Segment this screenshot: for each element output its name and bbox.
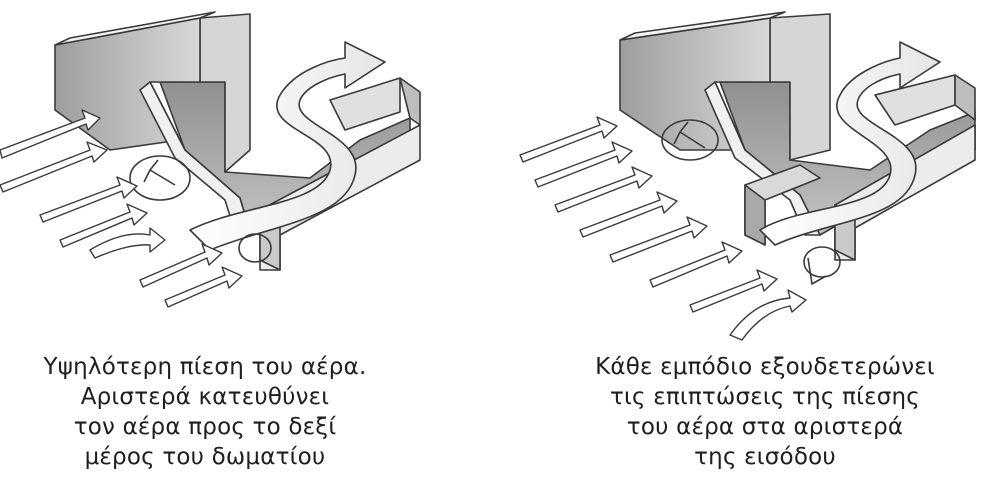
right-upper-vortex — [661, 119, 719, 161]
left-caption-line-1: Υψηλότερη πίεση του αέρα. — [43, 354, 367, 380]
right-air-arrow-6 — [649, 241, 743, 288]
left-room-right-wall — [329, 77, 401, 131]
left-incoming-air-arrows — [0, 109, 243, 308]
right-caption-line-4: της εισόδου — [694, 444, 836, 470]
right-caption: Κάθε εμπόδιο εξουδετερώνει τις επιπτώσει… — [555, 352, 975, 472]
left-air-arrow-1 — [0, 109, 101, 159]
left-caption-line-2: Αριστερά κατευθύνει — [80, 384, 330, 410]
left-small-vortex — [238, 233, 272, 263]
right-air-arrow-5 — [609, 216, 708, 263]
right-caption-line-2: τις επιπτώσεις της πίεσης — [609, 384, 920, 410]
right-air-arrow-4 — [579, 191, 678, 238]
right-lower-vortex — [803, 246, 841, 278]
left-air-arrow-7 — [164, 266, 243, 308]
right-air-arrow-3 — [554, 166, 653, 213]
right-s-flow-arrow — [759, 41, 941, 246]
left-caption-line-3: τον αέρα προς το δεξί — [73, 414, 337, 440]
right-caption-line-1: Κάθε εμπόδιο εξουδετερώνει — [595, 354, 935, 380]
right-caption-line-3: του αέρα στα αριστερά — [626, 414, 904, 440]
right-room-right-wall — [874, 74, 956, 126]
left-air-arrow-2 — [0, 141, 108, 193]
right-air-arrow-7 — [689, 269, 778, 313]
left-air-arrow-4 — [59, 203, 148, 248]
right-air-arrow-2 — [534, 141, 633, 188]
left-s-flow-arrow — [189, 41, 386, 251]
left-air-arrow-6 — [139, 243, 223, 288]
right-incoming-air-arrows — [519, 116, 807, 341]
left-vortex-circle — [129, 155, 191, 201]
left-caption-line-4: μέρος του δωματίου — [84, 444, 326, 470]
left-air-arrow-3 — [39, 176, 138, 223]
right-split-arrow — [729, 289, 807, 341]
right-room-diagram — [619, 11, 976, 285]
left-room-diagram — [54, 11, 421, 271]
left-caption: Υψηλότερη πίεση του αέρα. Αριστερά κατευ… — [0, 352, 415, 472]
left-air-arrow-5 — [89, 227, 166, 259]
right-air-arrow-1 — [519, 116, 618, 163]
